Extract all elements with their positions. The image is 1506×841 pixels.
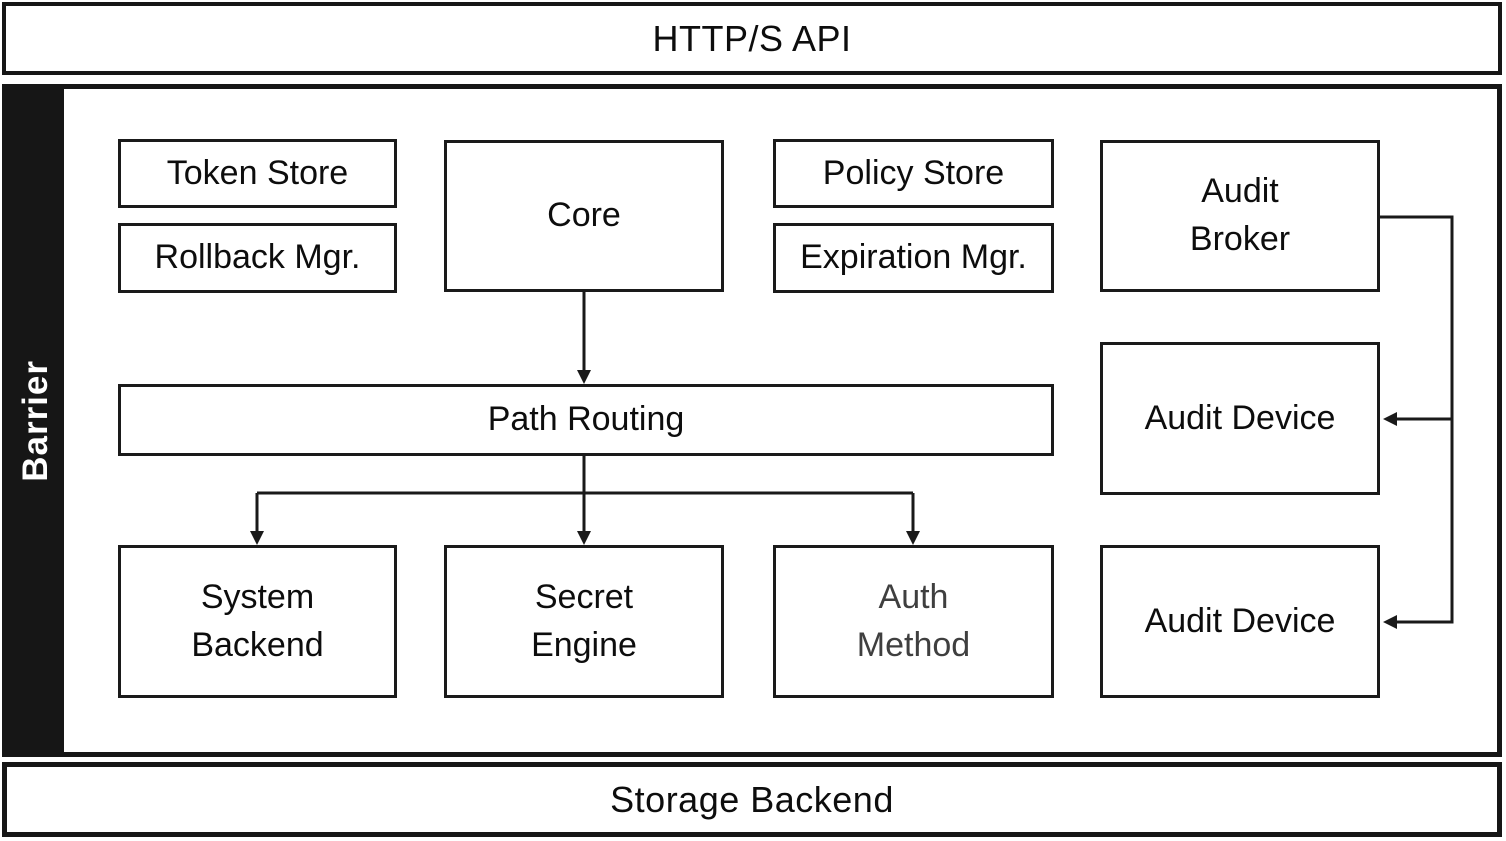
node-token-store: Token Store	[118, 139, 397, 208]
node-core-label: Core	[547, 196, 621, 235]
node-auth-method-label: Auth Method	[856, 577, 971, 664]
node-core: Core	[444, 140, 724, 292]
node-audit-device-top: Audit Device	[1100, 342, 1380, 495]
node-rollback-manager: Rollback Mgr.	[118, 223, 397, 293]
node-token-store-label: Token Store	[166, 153, 349, 192]
node-secret-engine-label: Secret Engine	[531, 577, 637, 664]
http-api-label: HTTP/S API	[652, 17, 852, 59]
node-audit-device-bottom: Audit Device	[1100, 545, 1380, 698]
node-policy-store-label: Policy Store	[822, 153, 1005, 192]
node-policy-store: Policy Store	[773, 139, 1054, 208]
node-path-routing: Path Routing	[118, 384, 1054, 456]
node-audit-device-bottom-label: Audit Device	[1144, 601, 1336, 640]
node-expiration-manager: Expiration Mgr.	[773, 223, 1054, 293]
node-system-backend: System Backend	[118, 545, 397, 698]
node-audit-device-top-label: Audit Device	[1144, 398, 1336, 437]
barrier-label: Barrier	[15, 359, 55, 482]
node-system-backend-label: System Backend	[191, 577, 324, 664]
node-secret-engine: Secret Engine	[444, 545, 724, 698]
storage-backend-label: Storage Backend	[610, 778, 894, 820]
node-audit-broker: Audit Broker	[1100, 140, 1380, 292]
storage-backend-bar: Storage Backend	[2, 762, 1502, 837]
node-audit-broker-label: Audit Broker	[1189, 172, 1291, 258]
node-rollback-manager-label: Rollback Mgr.	[154, 238, 361, 277]
node-path-routing-label: Path Routing	[487, 400, 685, 439]
http-api-bar: HTTP/S API	[2, 2, 1502, 75]
barrier-strip: Barrier	[7, 89, 64, 752]
node-expiration-manager-label: Expiration Mgr.	[800, 238, 1027, 277]
node-auth-method: Auth Method	[773, 545, 1054, 698]
